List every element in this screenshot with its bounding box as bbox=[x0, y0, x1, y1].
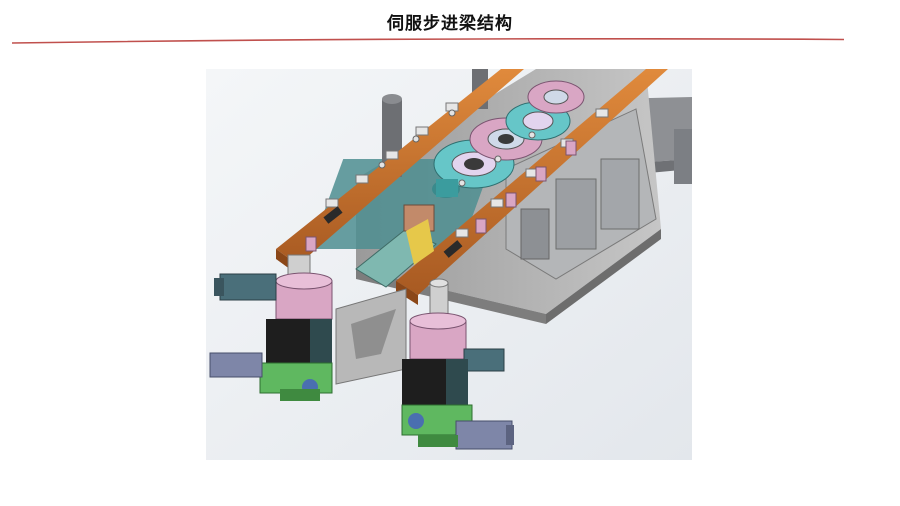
page-title: 伺服步进梁结构 bbox=[387, 14, 513, 34]
servo-actuator-right bbox=[401, 278, 514, 450]
step-beam-right bbox=[396, 69, 668, 305]
servo-actuator-left bbox=[209, 254, 333, 401]
cad-assembly-image bbox=[206, 69, 692, 460]
support-bracket bbox=[335, 288, 407, 385]
bolts bbox=[378, 109, 536, 187]
beam-clamps bbox=[323, 206, 463, 258]
center-fixture bbox=[355, 179, 458, 288]
beam-pads bbox=[305, 140, 577, 252]
title-divider bbox=[12, 38, 844, 44]
